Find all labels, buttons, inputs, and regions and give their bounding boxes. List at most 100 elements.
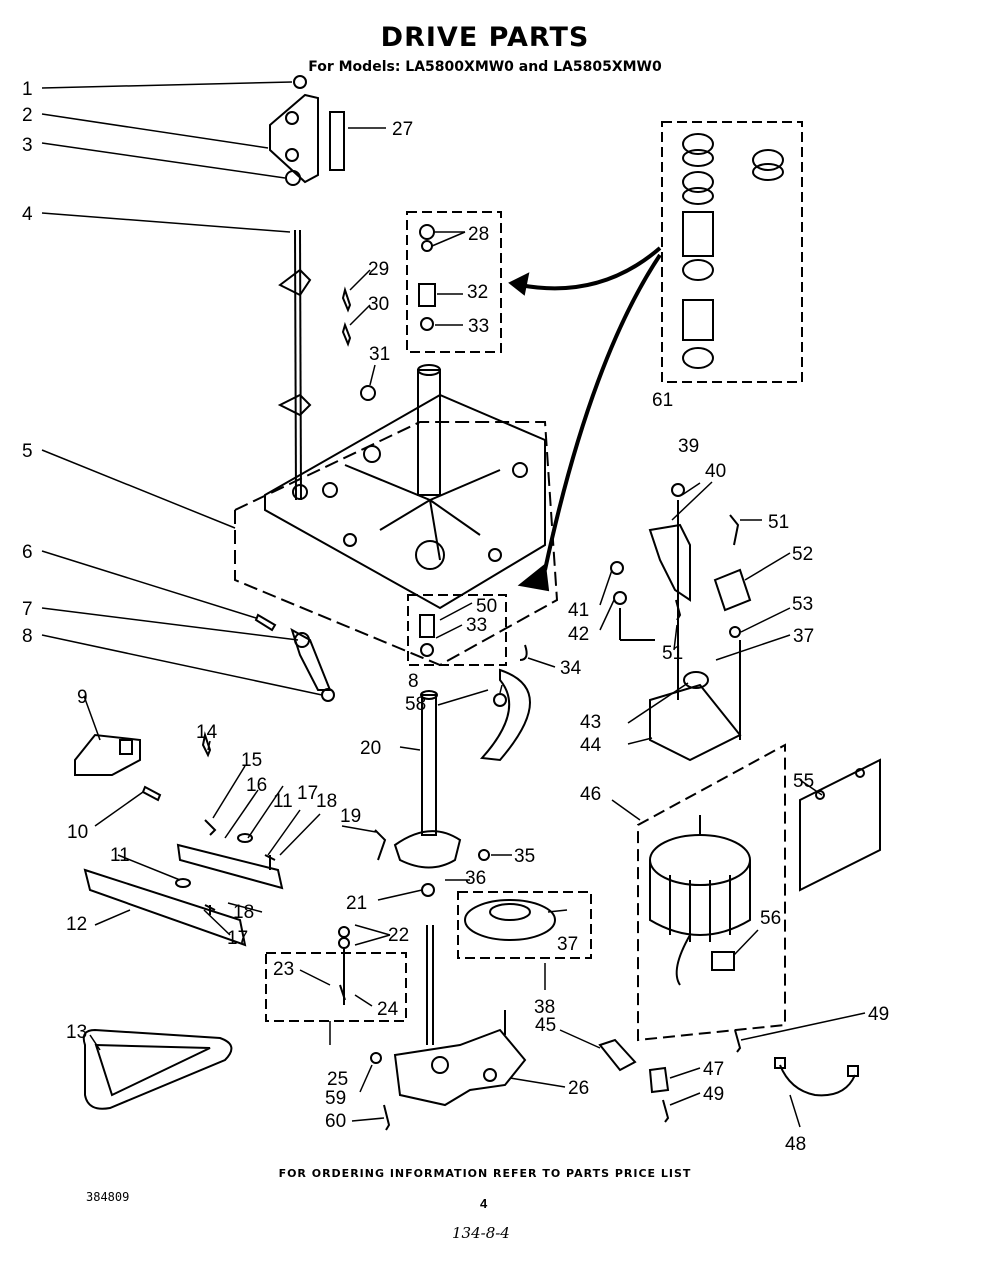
part-44-motor-bracket xyxy=(649,683,742,762)
part-label-22: 22 xyxy=(388,925,409,946)
part-label-30: 30 xyxy=(368,294,389,315)
part-label-37: 37 xyxy=(557,934,578,955)
part-53-washer xyxy=(729,626,741,638)
part-label-20: 20 xyxy=(360,738,381,759)
part-label-15: 15 xyxy=(241,750,262,771)
part-55-cover xyxy=(799,758,881,892)
document-number: 384809 xyxy=(86,1190,130,1204)
part-label-47: 47 xyxy=(703,1059,724,1080)
part-label-33: 33 xyxy=(466,615,487,636)
part-label-49: 49 xyxy=(868,1004,889,1025)
page-number: 4 xyxy=(480,1196,488,1211)
part-label-7: 7 xyxy=(22,599,33,620)
part-label-21: 21 xyxy=(346,893,367,914)
part-38-pulley-box xyxy=(457,891,592,959)
part-52-clip xyxy=(713,568,752,612)
part-label-6: 6 xyxy=(22,542,33,563)
part-label-29: 29 xyxy=(368,259,389,280)
part-label-24: 24 xyxy=(377,999,399,1020)
part-label-33: 33 xyxy=(468,316,489,337)
part-label-10: 10 xyxy=(67,822,88,843)
part-label-48: 48 xyxy=(785,1134,806,1155)
part-45-capacitor xyxy=(598,1038,637,1072)
part-label-42: 42 xyxy=(568,624,589,645)
part-46-motor xyxy=(649,834,751,886)
part-30-screw xyxy=(341,321,352,347)
part-label-50: 50 xyxy=(476,596,497,617)
part-label-13: 13 xyxy=(66,1022,87,1043)
part-43-mount xyxy=(683,671,709,689)
part-label-45: 45 xyxy=(535,1015,556,1036)
part-label-51: 51 xyxy=(768,512,789,533)
part-label-34: 34 xyxy=(560,658,582,679)
part-59-nut xyxy=(370,1052,382,1064)
part-label-56: 56 xyxy=(760,908,781,929)
part-15-pin xyxy=(204,819,217,836)
part-label-41: 41 xyxy=(568,600,589,621)
part-label-32: 32 xyxy=(467,282,488,303)
part-label-25: 25 xyxy=(327,1069,348,1090)
part-label-59: 59 xyxy=(325,1088,346,1109)
part-61-kit-box xyxy=(661,121,803,383)
models-subtitle: For Models: LA5800XMW0 and LA5805XMW0 xyxy=(308,59,662,75)
part-25-box xyxy=(265,952,407,1022)
handwritten-note: 134-8-4 xyxy=(452,1224,510,1242)
part-27-strip xyxy=(329,111,345,171)
part-35-nut xyxy=(478,849,490,861)
part-label-11: 11 xyxy=(273,791,293,812)
part-label-12: 12 xyxy=(66,914,87,935)
part-label-19: 19 xyxy=(340,806,361,827)
part-label-17: 17 xyxy=(297,783,318,804)
part-13-belt xyxy=(82,1028,233,1110)
part-3-washer xyxy=(285,170,301,186)
part-label-53: 53 xyxy=(792,594,813,615)
part-51-screw-top xyxy=(729,514,740,546)
part-label-43: 43 xyxy=(580,712,601,733)
part-20-tube xyxy=(421,694,437,836)
part-label-58: 58 xyxy=(405,694,426,715)
part-19-clip xyxy=(374,829,387,861)
part-34-clip xyxy=(519,644,528,661)
part-label-36: 36 xyxy=(465,868,486,889)
part-label-46: 46 xyxy=(580,784,601,805)
part-label-49: 49 xyxy=(703,1084,724,1105)
part-56-switch xyxy=(711,951,735,971)
part-2-bracket xyxy=(269,93,319,184)
part-1-nut xyxy=(293,75,307,89)
part-label-40: 40 xyxy=(705,461,726,482)
part-label-27: 27 xyxy=(392,119,413,140)
part-58-strap xyxy=(479,668,531,762)
part-47-clip xyxy=(648,1066,670,1094)
part-label-5: 5 xyxy=(22,441,33,462)
part-label-37: 37 xyxy=(793,626,814,647)
part-label-18: 18 xyxy=(233,902,254,923)
part-5-outline xyxy=(234,421,559,667)
part-label-14: 14 xyxy=(196,722,218,743)
part-14-screw xyxy=(201,731,212,758)
part-label-3: 3 xyxy=(22,135,33,156)
part-label-17: 17 xyxy=(227,928,248,949)
part-label-44: 44 xyxy=(580,735,602,756)
part-label-8: 8 xyxy=(22,626,33,647)
center-tube xyxy=(417,369,441,496)
part-21-washer xyxy=(421,883,435,897)
arrow-to-bottom-bearings xyxy=(543,253,662,571)
part-label-61: 61 xyxy=(652,390,673,411)
part-10-screw xyxy=(141,785,162,802)
part-label-4: 4 xyxy=(22,204,33,225)
part-label-1: 1 xyxy=(22,79,33,100)
part-42-washer xyxy=(613,591,627,605)
part-7-bracket xyxy=(290,627,332,691)
ordering-info-footer: FOR ORDERING INFORMATION REFER TO PARTS … xyxy=(278,1167,692,1180)
part-label-11: 11 xyxy=(110,845,130,866)
part-label-51: 51 xyxy=(662,643,683,664)
part-label-16: 16 xyxy=(246,775,267,796)
part-label-26: 26 xyxy=(568,1078,589,1099)
part-label-31: 31 xyxy=(369,344,390,365)
part-label-35: 35 xyxy=(514,846,535,867)
part-40-bracket xyxy=(648,523,691,602)
part-label-38: 38 xyxy=(534,997,555,1018)
part-label-23: 23 xyxy=(273,959,294,980)
part-6-screw xyxy=(254,613,277,632)
